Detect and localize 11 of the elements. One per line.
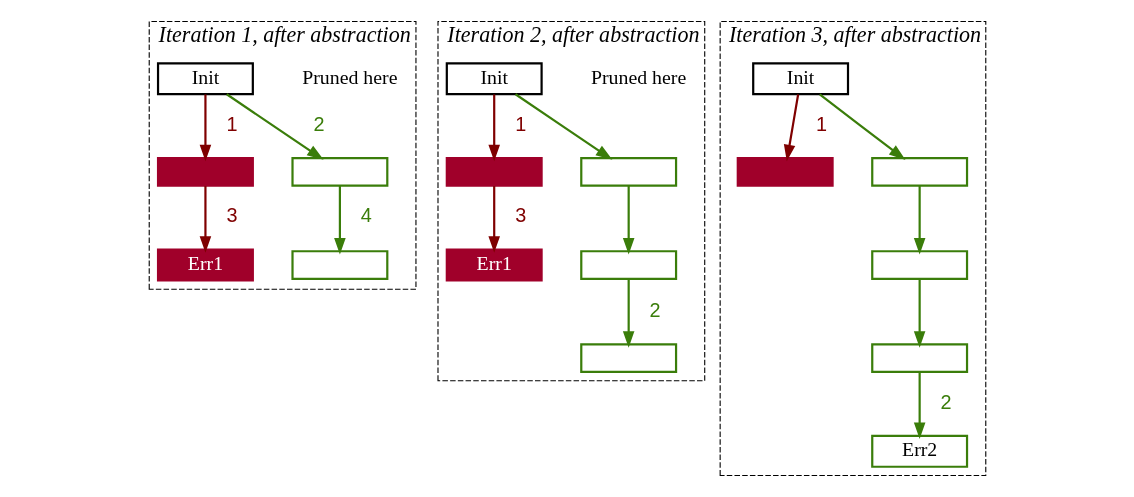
edge-label: 1	[815, 113, 827, 136]
label: Pruned here	[301, 65, 397, 88]
edge-label: 4	[360, 204, 372, 227]
edge-label: 2	[649, 299, 661, 322]
edge-label: 2	[940, 390, 952, 413]
edge-label: 3	[225, 204, 237, 227]
edge-label: 2	[312, 113, 324, 136]
edge-label: 3	[514, 204, 526, 227]
label: Pruned here	[590, 65, 686, 88]
edge-label: 1	[514, 113, 526, 136]
edge-label: 1	[225, 113, 237, 136]
